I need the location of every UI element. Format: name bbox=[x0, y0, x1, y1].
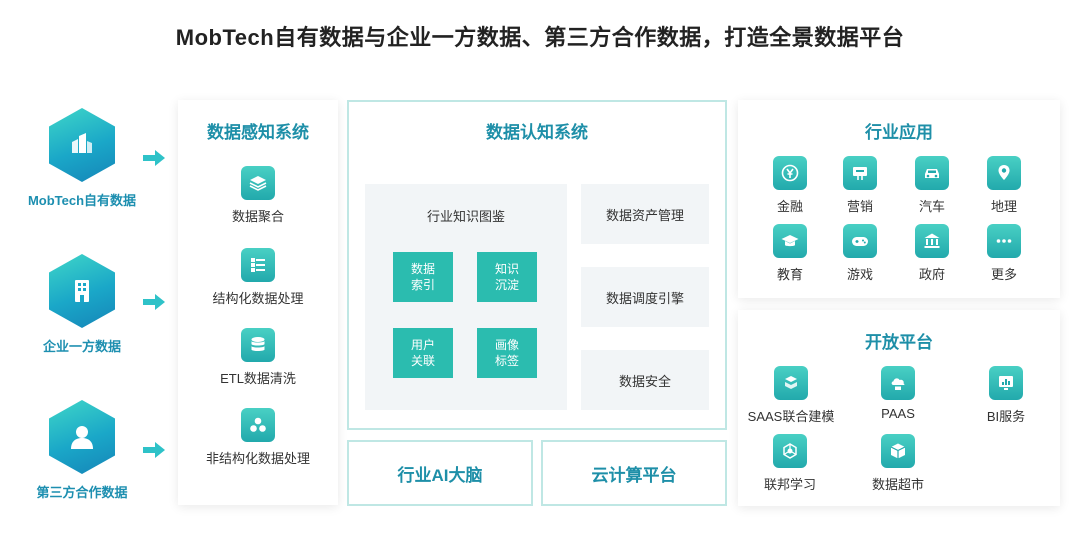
billboard-icon bbox=[843, 156, 877, 190]
government-building-icon bbox=[915, 224, 949, 258]
perception-item: 数据聚合 bbox=[178, 166, 338, 225]
industry-item-label: 金融 bbox=[776, 199, 803, 214]
industry-item: 游戏 bbox=[824, 224, 896, 283]
source-label: MobTech自有数据 bbox=[27, 193, 137, 208]
clusters-icon bbox=[241, 408, 275, 442]
open-platform-item-label: PAAS bbox=[881, 406, 915, 421]
map-pin-icon bbox=[987, 156, 1021, 190]
network-icon bbox=[773, 434, 807, 468]
page-title: MobTech自有数据与企业一方数据、第三方合作数据，打造全景数据平台 bbox=[175, 25, 905, 50]
building-blocks-icon bbox=[49, 108, 115, 182]
industry-item: 营销 bbox=[824, 156, 896, 215]
person-icon bbox=[49, 400, 115, 474]
open-platform-panel: 开放平台 SAAS联合建模 PAAS BI服务 联邦学习 数据超市 bbox=[738, 310, 1060, 506]
open-platform-item-label: 数据超市 bbox=[871, 477, 924, 492]
source-mobtech: MobTech自有数据 bbox=[18, 108, 146, 209]
industry-title: 行业应用 bbox=[865, 123, 933, 142]
perception-item-label: 非结构化数据处理 bbox=[205, 451, 310, 466]
arrow-right-icon bbox=[143, 294, 165, 310]
cloud-server-icon bbox=[881, 366, 915, 400]
industry-item-label: 教育 bbox=[776, 267, 803, 282]
knowledge-chip: 知识 沉淀 bbox=[477, 252, 537, 302]
industry-item-label: 更多 bbox=[990, 267, 1017, 282]
industry-item-label: 汽车 bbox=[918, 199, 945, 214]
source-third-party: 第三方合作数据 bbox=[18, 400, 146, 501]
knowledge-map-box: 行业知识图鉴 数据 索引 知识 沉淀 用户 关联 画像 标签 bbox=[365, 184, 567, 410]
industry-item: 汽车 bbox=[896, 156, 968, 215]
industry-panel: 行业应用 金融 营销 汽车 地理 教育 游戏 bbox=[738, 100, 1060, 298]
perception-title: 数据感知系统 bbox=[207, 123, 309, 142]
industry-ai-brain-box: 行业AI大脑 bbox=[347, 440, 533, 506]
perception-item: 结构化数据处理 bbox=[178, 248, 338, 307]
open-platform-item: PAAS bbox=[862, 366, 934, 421]
perception-panel: 数据感知系统 数据聚合 结构化数据处理 ETL数据清洗 非结构化数据处理 bbox=[178, 100, 338, 505]
industry-item-label: 营销 bbox=[846, 199, 873, 214]
industry-item-label: 游戏 bbox=[846, 267, 873, 282]
source-label: 企业一方数据 bbox=[42, 339, 121, 354]
open-platform-item: 联邦学习 bbox=[754, 434, 826, 493]
scheduling-engine-box: 数据调度引擎 bbox=[581, 267, 709, 327]
industry-item: 金融 bbox=[754, 156, 826, 215]
open-platform-item: BI服务 bbox=[970, 366, 1042, 425]
industry-item: 更多 bbox=[968, 224, 1040, 283]
industry-item-label: 政府 bbox=[918, 267, 945, 282]
cube-stack-icon bbox=[774, 366, 808, 400]
list-icon bbox=[241, 248, 275, 282]
knowledge-chip: 数据 索引 bbox=[393, 252, 453, 302]
knowledge-chip: 用户 关联 bbox=[393, 328, 453, 378]
graduation-cap-icon bbox=[773, 224, 807, 258]
car-icon bbox=[915, 156, 949, 190]
source-enterprise: 企业一方数据 bbox=[18, 254, 146, 355]
more-dots-icon bbox=[987, 224, 1021, 258]
gamepad-icon bbox=[843, 224, 877, 258]
data-security-box: 数据安全 bbox=[581, 350, 709, 410]
yen-icon bbox=[773, 156, 807, 190]
industry-item-label: 地理 bbox=[990, 199, 1017, 214]
industry-item: 政府 bbox=[896, 224, 968, 283]
asset-management-box: 数据资产管理 bbox=[581, 184, 709, 244]
open-platform-item-label: BI服务 bbox=[986, 409, 1026, 424]
arrow-right-icon bbox=[143, 150, 165, 166]
office-building-icon bbox=[49, 254, 115, 328]
perception-item-label: ETL数据清洗 bbox=[220, 371, 296, 386]
industry-item: 教育 bbox=[754, 224, 826, 283]
layers-icon bbox=[241, 166, 275, 200]
source-label: 第三方合作数据 bbox=[36, 485, 128, 500]
knowledge-chip: 画像 标签 bbox=[477, 328, 537, 378]
cloud-computing-box: 云计算平台 bbox=[541, 440, 727, 506]
open-platform-title: 开放平台 bbox=[865, 333, 933, 352]
cognition-panel: 数据认知系统 行业知识图鉴 数据 索引 知识 沉淀 用户 关联 画像 标签 数据… bbox=[347, 100, 727, 430]
open-platform-item-label: 联邦学习 bbox=[763, 477, 816, 492]
open-platform-item: 数据超市 bbox=[862, 434, 934, 493]
perception-item-label: 数据聚合 bbox=[231, 209, 284, 224]
open-platform-item-label: SAAS联合建模 bbox=[747, 409, 835, 424]
perception-item: ETL数据清洗 bbox=[178, 328, 338, 387]
cognition-title: 数据认知系统 bbox=[486, 123, 588, 142]
database-icon bbox=[241, 328, 275, 362]
arrow-right-icon bbox=[143, 442, 165, 458]
bar-chart-icon bbox=[989, 366, 1023, 400]
box-icon bbox=[881, 434, 915, 468]
open-platform-item: SAAS联合建模 bbox=[742, 366, 840, 425]
industry-item: 地理 bbox=[968, 156, 1040, 215]
perception-item-label: 结构化数据处理 bbox=[212, 291, 304, 306]
knowledge-map-title: 行业知识图鉴 bbox=[426, 209, 505, 224]
perception-item: 非结构化数据处理 bbox=[178, 408, 338, 467]
